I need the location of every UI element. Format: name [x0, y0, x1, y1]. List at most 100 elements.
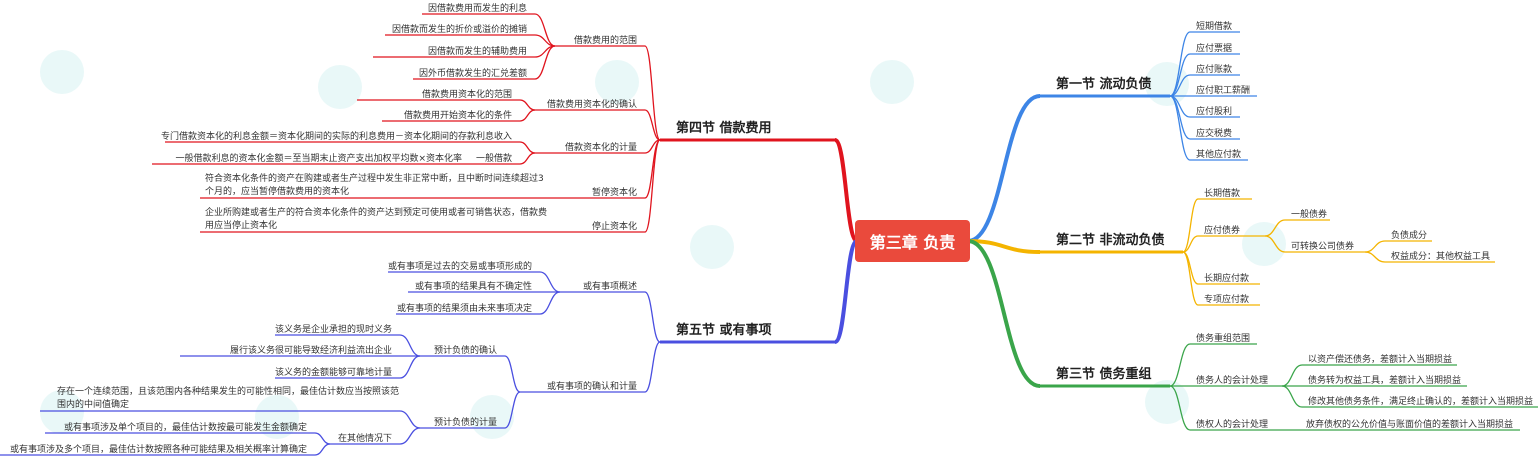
node-text[interactable]: 或有事项涉及单个项目的，最佳估计数按最可能发生金额确定	[64, 421, 307, 433]
node-text-line[interactable]: 个月的，应当暂停借款费用的资本化	[205, 185, 349, 197]
node-text[interactable]: 或有事项的结果具有不确定性	[415, 280, 532, 292]
connector-line	[1264, 235, 1286, 253]
node-text[interactable]: 或有事项涉及多个项目，最佳估计数按照各种可能结果及相关概率计算确定	[10, 443, 307, 455]
connector-line	[399, 410, 421, 429]
connector-line	[1182, 198, 1199, 253]
watermark-logo	[595, 60, 639, 104]
node-text[interactable]: 应付账款	[1196, 63, 1232, 75]
node-text[interactable]: 应付股利	[1196, 105, 1232, 117]
connector-line	[1281, 364, 1303, 387]
node-text[interactable]: 因借款费用而发生的利息	[428, 2, 527, 14]
node-text-line[interactable]: 围内的中间值确定	[57, 398, 129, 410]
connector-line	[519, 99, 536, 111]
connector-line	[399, 334, 421, 357]
node-text[interactable]: 一般债券	[1291, 208, 1327, 220]
node-text[interactable]: 因外币借款发生的汇兑差额	[419, 67, 527, 79]
connector-line	[1182, 251, 1199, 306]
node-text[interactable]: 长期借款	[1204, 187, 1240, 199]
connector-line	[644, 45, 661, 141]
node-text[interactable]: 债务重组范围	[1196, 332, 1250, 344]
node-text-line[interactable]: 用应当停止资本化	[205, 219, 277, 231]
node-text[interactable]: 专门借款资本化的利息金额＝资本化期间的实际的利息费用－资本化期间的存款利息收入	[161, 130, 512, 142]
section-topic[interactable]: 第一节 流动负债	[1056, 76, 1152, 92]
node-text[interactable]: 借款费用的范围	[574, 34, 637, 46]
connector-line	[1264, 219, 1286, 237]
node-text[interactable]: 预计负债的计量	[434, 416, 497, 428]
connector-line	[504, 355, 521, 393]
connector-line	[1169, 95, 1191, 140]
connector-line	[534, 45, 556, 80]
node-text[interactable]: 应付票据	[1196, 42, 1232, 54]
node-text[interactable]: 在其他情况下	[338, 432, 392, 444]
node-text[interactable]: 专项应付款	[1204, 293, 1249, 305]
node-text[interactable]: 债务转为权益工具，差额计入当期损益	[1308, 374, 1461, 386]
watermark-logo	[470, 395, 514, 439]
connector-line	[1281, 385, 1303, 408]
node-text[interactable]: 一般借款	[476, 152, 512, 164]
connector-line	[967, 239, 1041, 254]
node-text[interactable]: 因借款而发生的折价或溢价的摊销	[392, 23, 527, 35]
connector-line	[967, 94, 1041, 243]
node-text[interactable]: 借款费用开始资本化的条件	[404, 109, 512, 121]
node-text[interactable]: 履行该义务很可能导致经济利益流出企业	[230, 344, 392, 356]
connector-line	[519, 141, 536, 154]
node-text[interactable]: 借款费用资本化的确认	[547, 98, 637, 110]
watermark-logo	[870, 60, 914, 104]
section-topic[interactable]: 第四节 借款费用	[676, 120, 772, 136]
node-text[interactable]: 预计负债的确认	[434, 344, 497, 356]
node-text[interactable]: 借款资本化的计量	[565, 141, 637, 153]
connector-line	[539, 271, 561, 293]
watermark-logo	[1242, 222, 1286, 266]
connector-line	[1169, 385, 1191, 431]
node-text[interactable]: 或有事项的结果须由未来事项决定	[397, 302, 532, 314]
node-text[interactable]: 以资产偿还债务，差额计入当期损益	[1308, 353, 1452, 365]
connector-line	[314, 443, 331, 456]
connector-line	[399, 427, 421, 445]
node-text[interactable]: 放弃债权的公允价值与账面价值的差额计入当期损益	[1306, 418, 1513, 430]
node-text[interactable]: 修改其他债务条件，满足终止确认的，差额计入当期损益	[1308, 395, 1533, 407]
node-text[interactable]: 应付职工薪酬	[1196, 84, 1250, 96]
node-text[interactable]: 应交税费	[1196, 127, 1232, 139]
node-text[interactable]: 权益成分：其他权益工具	[1391, 250, 1490, 262]
node-text[interactable]: 债务人的会计处理	[1196, 374, 1268, 386]
connector-line	[644, 291, 661, 343]
node-text[interactable]: 可转换公司债券	[1291, 240, 1354, 252]
node-text-line[interactable]: 存在一个连续范围，且该范围内各种结果发生的可能性相同，最佳估计数应当按照该范	[57, 385, 399, 397]
node-text[interactable]: 或有事项是过去的交易或事项形成的	[388, 260, 532, 272]
node-text[interactable]: 短期借款	[1196, 20, 1232, 32]
connector-line	[1364, 240, 1386, 253]
node-text[interactable]: 该义务的金额能够可靠地计量	[275, 366, 392, 378]
node-text-line[interactable]: 符合资本化条件的资产在购建或者生产过程中发生非正常中断，且中断时间连续超过3	[205, 172, 544, 184]
node-text[interactable]: 负债成分	[1391, 229, 1427, 241]
connector-line	[539, 291, 561, 315]
node-text[interactable]: 停止资本化	[592, 220, 637, 232]
node-text[interactable]: 或有事项概述	[583, 280, 637, 292]
section-topic[interactable]: 第三节 债务重组	[1056, 366, 1152, 382]
connector-line	[519, 152, 536, 165]
node-text[interactable]: 长期应付款	[1204, 272, 1249, 284]
connector-line	[644, 341, 661, 393]
node-text-line[interactable]: 企业所购建或者生产的符合资本化条件的资产达到预定可使用或者可销售状态，借款费	[205, 206, 547, 218]
section-topic[interactable]: 第二节 非流动负债	[1056, 232, 1165, 248]
node-text[interactable]: 该义务是企业承担的现时义务	[275, 323, 392, 335]
connector-line	[967, 239, 1041, 388]
connector-line	[399, 355, 421, 379]
node-text[interactable]: 或有事项的确认和计量	[547, 380, 637, 392]
node-text[interactable]: 其他应付款	[1196, 148, 1241, 160]
central-topic[interactable]: 第三章 负责	[855, 220, 970, 262]
node-text[interactable]: 应付债券	[1204, 224, 1240, 236]
node-text[interactable]: 债权人的会计处理	[1196, 418, 1268, 430]
connector-line	[1169, 343, 1191, 387]
connector-line	[1169, 95, 1191, 161]
watermark-logo	[690, 225, 734, 269]
connector-line	[1169, 53, 1191, 97]
node-text[interactable]: 因借款而发生的辅助费用	[428, 45, 527, 57]
section-topic[interactable]: 第五节 或有事项	[676, 322, 772, 338]
watermark-logo	[255, 395, 299, 439]
node-text[interactable]: 暂停资本化	[592, 186, 637, 198]
connector-line	[833, 138, 859, 243]
connector-line	[644, 139, 661, 233]
node-text[interactable]: 借款费用资本化的范围	[422, 88, 512, 100]
node-text[interactable]: 一般借款利息的资本化金额＝至当期末止资产支出加权平均数×资本化率	[175, 152, 462, 164]
